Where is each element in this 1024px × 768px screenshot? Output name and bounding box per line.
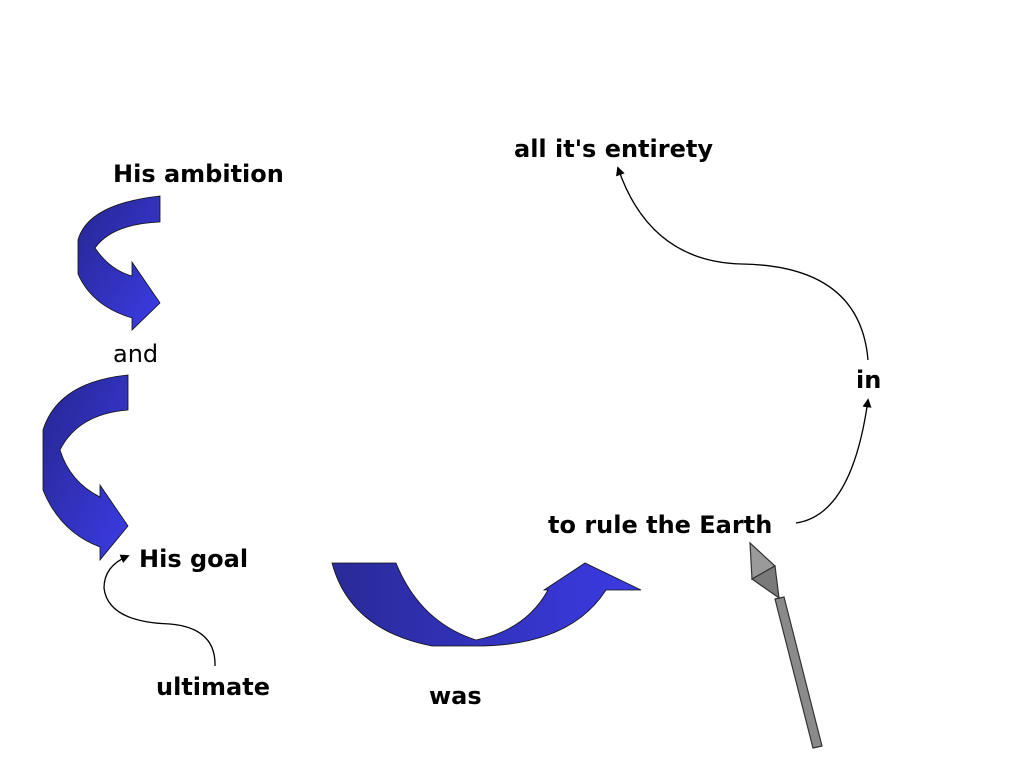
curved-arrow-icon bbox=[42, 374, 129, 562]
label-was: was bbox=[429, 682, 482, 710]
label-to-rule-the-earth: to rule the Earth bbox=[548, 511, 773, 539]
label-and: and bbox=[113, 340, 159, 368]
label-all-its-entirety: all it's entirety bbox=[514, 135, 713, 163]
u-turn-arrow-icon bbox=[331, 562, 642, 647]
label-his-ambition: His ambition bbox=[113, 160, 284, 188]
label-in: in bbox=[856, 366, 882, 394]
ultimate-connector bbox=[103, 554, 216, 667]
label-ultimate: ultimate bbox=[156, 673, 270, 701]
spear-icon bbox=[749, 541, 823, 749]
in-to-entirety-connector bbox=[616, 166, 869, 361]
curved-arrow-icon bbox=[77, 195, 161, 331]
rule-to-in-connector bbox=[795, 398, 872, 524]
label-his-goal: His goal bbox=[139, 545, 249, 573]
